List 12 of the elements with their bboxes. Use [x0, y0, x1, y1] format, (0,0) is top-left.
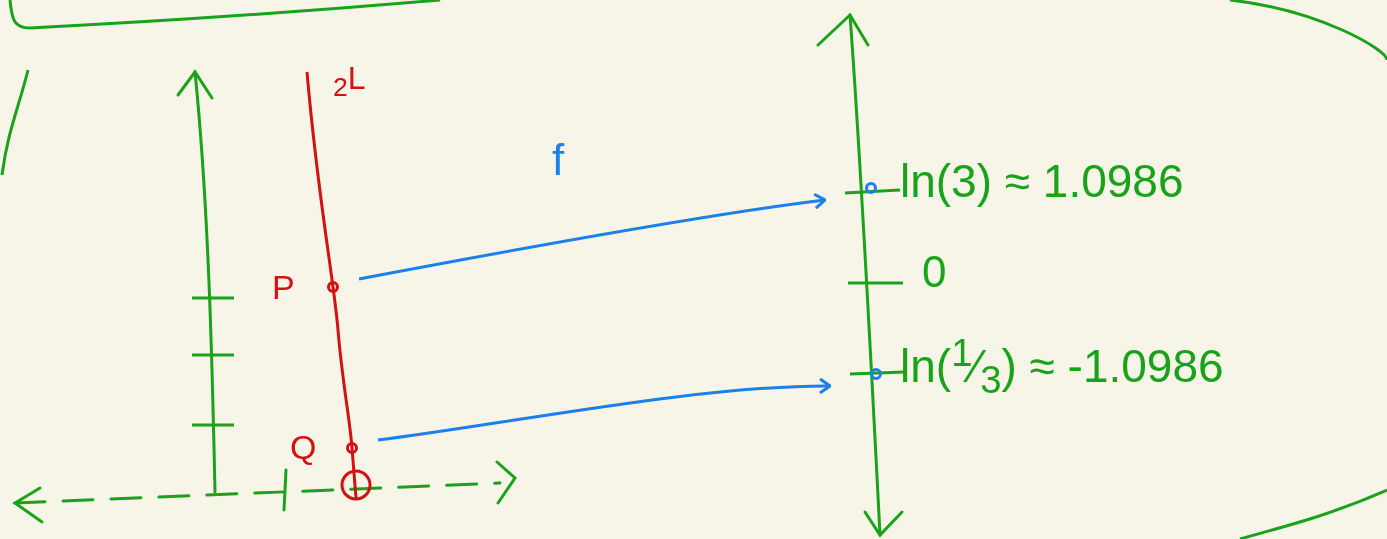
function-label: f — [552, 138, 565, 182]
point-marker — [870, 368, 882, 380]
point-marker — [327, 281, 339, 293]
line-label: $_{2}$L — [333, 62, 366, 102]
axis-label: 0 — [922, 250, 947, 294]
point-label: Q — [290, 430, 317, 464]
point-marker — [346, 442, 358, 454]
value-label: ln($^{1}$⁄$_{3}$) ≈ -1.0986 — [900, 334, 1224, 399]
arrow — [377, 377, 832, 442]
point-label: P — [272, 270, 295, 304]
point-marker — [865, 182, 877, 194]
arrow — [358, 192, 827, 281]
